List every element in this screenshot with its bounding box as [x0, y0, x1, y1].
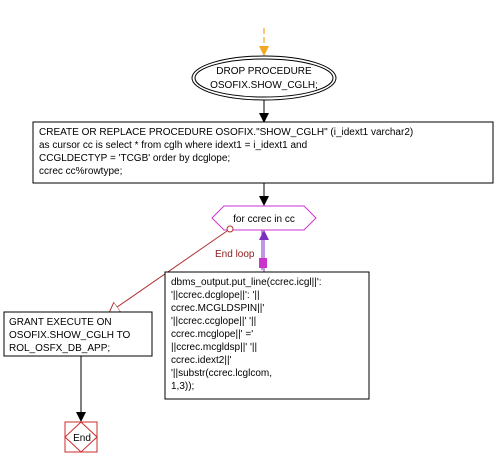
end-label: End [73, 433, 91, 444]
grant-line: OSOFIX.SHOW_CGLH TO [9, 330, 131, 341]
create-procedure-box: CREATE OR REPLACE PROCEDURE OSOFIX."SHOW… [32, 121, 494, 184]
grant-box: GRANT EXECUTE ON OSOFIX.SHOW_CGLH TO ROL… [3, 311, 153, 357]
output-box: dbms_output.put_line(ccrec.icgl||': '||c… [164, 271, 370, 400]
output-line: '||ccrec.ccglope||' '|| [171, 316, 256, 327]
loop-label: for ccrec in cc [233, 214, 295, 225]
start-node: DROP PROCEDURE OSOFIX.SHOW_CGLH; [191, 55, 337, 101]
create-line: as cursor cc is select * from cglh where… [39, 140, 307, 151]
end-loop-label: End loop [215, 249, 255, 260]
output-line: ccrec.MCGLDSPIN||' [171, 303, 264, 314]
start-label-line: OSOFIX.SHOW_CGLH; [210, 80, 318, 91]
output-line: ||ccrec.mcgldsp||' '|| [171, 342, 257, 353]
loop-node: for ccrec in cc [211, 205, 317, 231]
create-line: CREATE OR REPLACE PROCEDURE OSOFIX."SHOW… [39, 127, 413, 138]
output-line: ccrec.idext2||' [171, 355, 232, 366]
create-line: CCGLDECTYP = 'TCGB' order by dcglope; [39, 153, 230, 164]
grant-line: ROL_OSFX_DB_APP; [9, 343, 110, 354]
end-node: End [64, 421, 98, 453]
create-line: ccrec cc%rowtype; [39, 166, 122, 177]
grant-line: GRANT EXECUTE ON [9, 317, 112, 328]
output-line: '||ccrec.dcglope||': '|| [171, 290, 260, 301]
output-line: dbms_output.put_line(ccrec.icgl||': [171, 277, 322, 288]
start-label-line: DROP PROCEDURE [216, 66, 312, 77]
output-line: '||substr(ccrec.lcglcom, [171, 368, 272, 379]
loop-exit-connector [226, 225, 234, 233]
output-line: 1,3)); [171, 381, 194, 392]
loop-back-marker [259, 258, 267, 268]
output-line: ccrec.mcglope||' =' [171, 329, 253, 340]
